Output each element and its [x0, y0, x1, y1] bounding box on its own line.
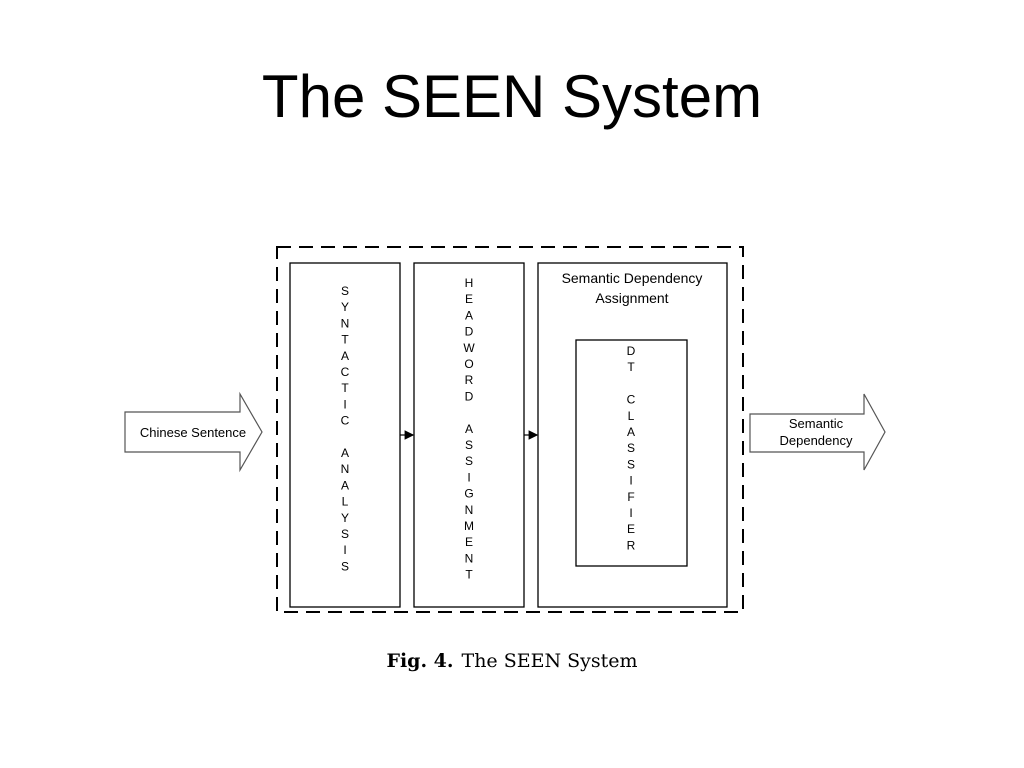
- vertical-letter: F: [627, 490, 634, 504]
- vertical-letter: E: [465, 292, 473, 306]
- headword-assignment-box: [413, 262, 525, 608]
- vertical-letter: N: [341, 316, 350, 330]
- vertical-letter: C: [341, 414, 350, 428]
- vertical-letter: S: [341, 284, 349, 298]
- vertical-letter: S: [465, 438, 473, 452]
- sda-title-line2: Assignment: [595, 290, 668, 306]
- vertical-letter: T: [341, 333, 349, 347]
- vertical-letter: I: [467, 470, 470, 484]
- vertical-letter: R: [465, 373, 474, 387]
- caption-label: Fig. 4.: [386, 650, 454, 672]
- input-label: Chinese Sentence: [140, 425, 246, 440]
- dt-classifier-box: [575, 339, 688, 567]
- vertical-letter: A: [627, 425, 635, 439]
- vertical-letter: H: [465, 276, 474, 290]
- vertical-letter: N: [465, 551, 474, 565]
- vertical-letter: M: [464, 519, 474, 533]
- slide-title: The SEEN System: [261, 63, 763, 130]
- vertical-letter: Y: [341, 300, 349, 314]
- vertical-letter: L: [628, 409, 635, 423]
- vertical-letter: I: [343, 543, 346, 557]
- vertical-letter: I: [343, 397, 346, 411]
- output-label-line2: Dependency: [780, 433, 853, 448]
- vertical-letter: E: [465, 535, 473, 549]
- vertical-letter: C: [627, 393, 636, 407]
- vertical-letter: R: [627, 538, 636, 552]
- vertical-letter: I: [629, 506, 632, 520]
- vertical-letter: O: [464, 357, 473, 371]
- vertical-letter: N: [465, 503, 474, 517]
- vertical-letter: S: [341, 559, 349, 573]
- sda-title-line1: Semantic Dependency: [562, 270, 703, 286]
- vertical-letter: Y: [341, 511, 349, 525]
- vertical-letter: S: [341, 527, 349, 541]
- syntactic-analysis-box: [289, 262, 401, 608]
- vertical-letter: G: [464, 487, 473, 501]
- vertical-letter: T: [627, 360, 635, 374]
- vertical-letter: D: [465, 325, 474, 339]
- input-arrow: Chinese Sentence: [124, 391, 263, 473]
- vertical-letter: A: [341, 349, 349, 363]
- vertical-letter: W: [463, 341, 475, 355]
- vertical-letter: T: [341, 381, 349, 395]
- vertical-letter: A: [465, 308, 473, 322]
- output-label-line1: Semantic: [789, 416, 844, 431]
- system-boundary: [276, 246, 744, 613]
- vertical-letter: D: [465, 389, 474, 403]
- vertical-letter: I: [629, 474, 632, 488]
- vertical-letter: T: [465, 568, 473, 582]
- vertical-letter: S: [627, 441, 635, 455]
- vertical-letter: E: [627, 522, 635, 536]
- caption-text: The SEEN System: [461, 650, 638, 672]
- output-arrow: Semantic Dependency: [749, 393, 886, 471]
- vertical-letter: D: [627, 344, 636, 358]
- vertical-letter: A: [341, 478, 349, 492]
- vertical-letter: A: [465, 422, 473, 436]
- vertical-letter: C: [341, 365, 350, 379]
- vertical-letter: L: [342, 495, 349, 509]
- vertical-letter: S: [465, 454, 473, 468]
- figure-caption: Fig. 4. The SEEN System: [0, 650, 1024, 672]
- vertical-letter: N: [341, 462, 350, 476]
- vertical-letter: A: [341, 446, 349, 460]
- vertical-letter: S: [627, 457, 635, 471]
